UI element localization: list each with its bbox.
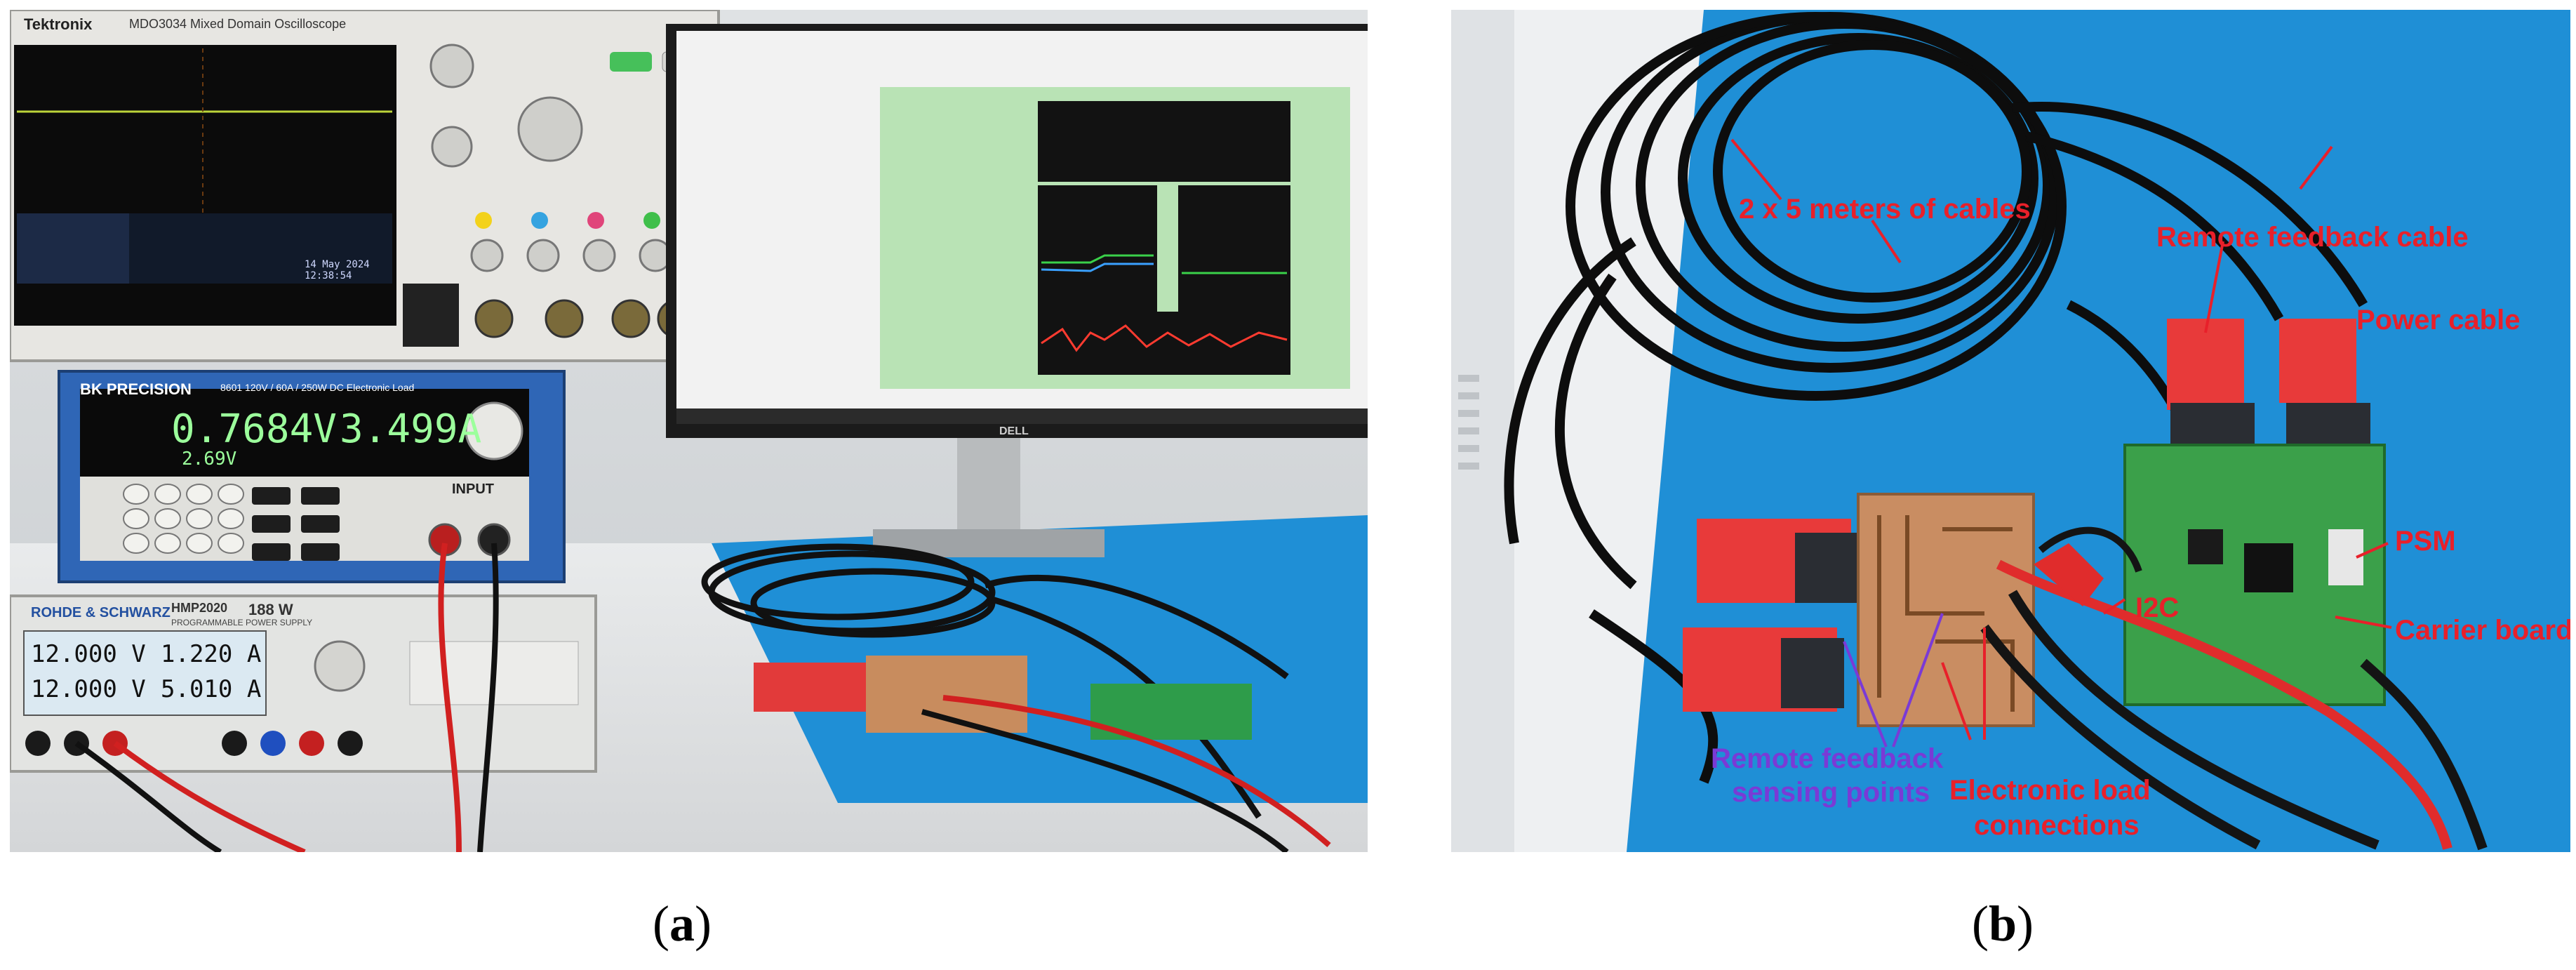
psm-board (1857, 493, 2035, 727)
caption-a-letter: a (669, 896, 695, 952)
rs-model: HMP2020 (171, 601, 228, 615)
power-supply (10, 594, 597, 773)
bk-voltage-readout: 0.7684V (171, 406, 338, 452)
electronic-load (58, 370, 566, 583)
monitor (666, 24, 1368, 557)
rs-power: 188 W (248, 601, 293, 618)
lab-bench-scene (10, 10, 1368, 852)
bk-current-readout: 3.499A (340, 406, 482, 452)
cable-coil (1504, 12, 2368, 784)
label-psm: PSM (2395, 526, 2456, 557)
rs-ch1-voltage: 12.000 V (31, 640, 146, 668)
bk-input-label: INPUT (452, 481, 494, 497)
hardware-setup-scene (1451, 10, 2570, 852)
label-sense-line2: sensing points (1732, 777, 1930, 808)
rs-ch1-current: 1.220 A (161, 640, 262, 668)
label-i2c: I2C (2135, 592, 2180, 623)
probes (1980, 526, 2488, 851)
rs-ch2-voltage: 12.000 V (31, 675, 146, 703)
monitor-brand: DELL (999, 425, 1029, 437)
label-sense-line1: Remote feedback (1711, 743, 1944, 774)
bk-secondary-readout: 2.69V (182, 449, 237, 470)
annotation-arrows (1730, 138, 2392, 740)
rs-brand: ROHDE & SCHWARZ (31, 605, 171, 620)
probe-wires (74, 543, 1331, 852)
label-load-line2: connections (1974, 810, 2140, 841)
sense-arrows (1843, 613, 1944, 748)
caption-a: (a) (653, 896, 712, 952)
photo-a: Tektronix MDO3034 Mixed Domain Oscillosc… (10, 10, 1368, 852)
label-cables: 2 x 5 meters of cables (1739, 194, 2031, 225)
bk-model: 8601 120V / 60A / 250W DC Electronic Loa… (220, 382, 415, 393)
scope-model: MDO3034 Mixed Domain Oscilloscope (129, 17, 347, 31)
label-load-line1: Electronic load (1949, 775, 2151, 806)
test-board (754, 656, 1252, 740)
scope-timestamp: 14 May 2024 12:38:54 (305, 259, 370, 281)
label-remote-feedback-cable: Remote feedback cable (2156, 222, 2469, 253)
label-power-cable: Power cable (2356, 305, 2521, 335)
photo-b: 2 x 5 meters of cables Remote feedback c… (1451, 10, 2570, 852)
rs-subtitle: PROGRAMMABLE POWER SUPPLY (171, 618, 313, 627)
rs-ch2-current: 5.010 A (161, 675, 262, 703)
caption-b: (b) (1972, 896, 2034, 952)
scope-brand: Tektronix (24, 15, 93, 33)
oscilloscope (10, 10, 720, 362)
caption-b-letter: b (1988, 896, 2017, 952)
bk-brand: BK PRECISION (80, 380, 192, 398)
label-carrier-board: Carrier board (2395, 615, 2570, 646)
